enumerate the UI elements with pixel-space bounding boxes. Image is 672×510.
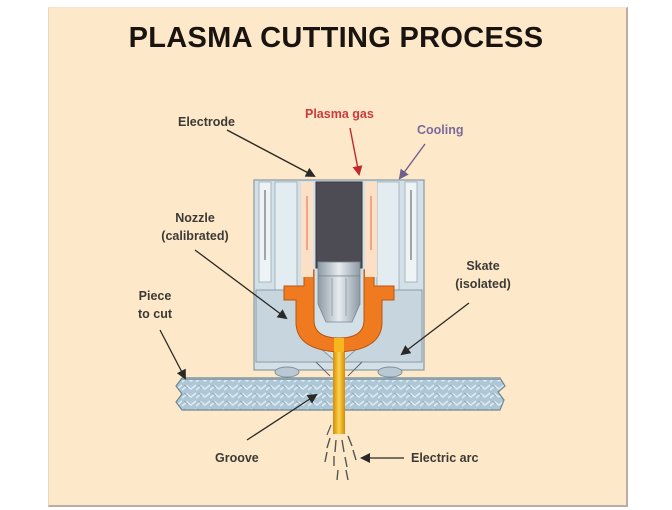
- electrode: [315, 181, 363, 323]
- label-plasma-gas: Plasma gas: [305, 107, 374, 121]
- label-nozzle: Nozzle: [175, 211, 215, 225]
- label-electrode: Electrode: [178, 115, 235, 129]
- label-piece: Piece: [139, 289, 172, 303]
- groove-arrow: [246, 393, 318, 441]
- label-piece-sub: to cut: [138, 307, 173, 321]
- annotation-arrows: [159, 127, 470, 463]
- cooling-arrow: [398, 143, 426, 180]
- electrode-arrow: [226, 129, 316, 177]
- label-electric-arc: Electric arc: [411, 451, 478, 465]
- label-skate-sub: (isolated): [455, 277, 511, 291]
- plasma-gas-arrow: [349, 127, 363, 176]
- nozzle-arrow: [194, 249, 288, 320]
- label-skate: Skate: [466, 259, 499, 273]
- plasma-arc: [315, 338, 363, 481]
- diagram-title: PLASMA CUTTING PROCESS: [128, 22, 544, 54]
- label-groove: Groove: [215, 451, 259, 465]
- nozzle: [283, 269, 395, 353]
- gas-channels: [301, 182, 377, 277]
- label-nozzle-sub: (calibrated): [161, 229, 228, 243]
- piece-arrow: [159, 329, 186, 380]
- label-cooling: Cooling: [417, 123, 464, 137]
- skate-arrow: [400, 302, 470, 356]
